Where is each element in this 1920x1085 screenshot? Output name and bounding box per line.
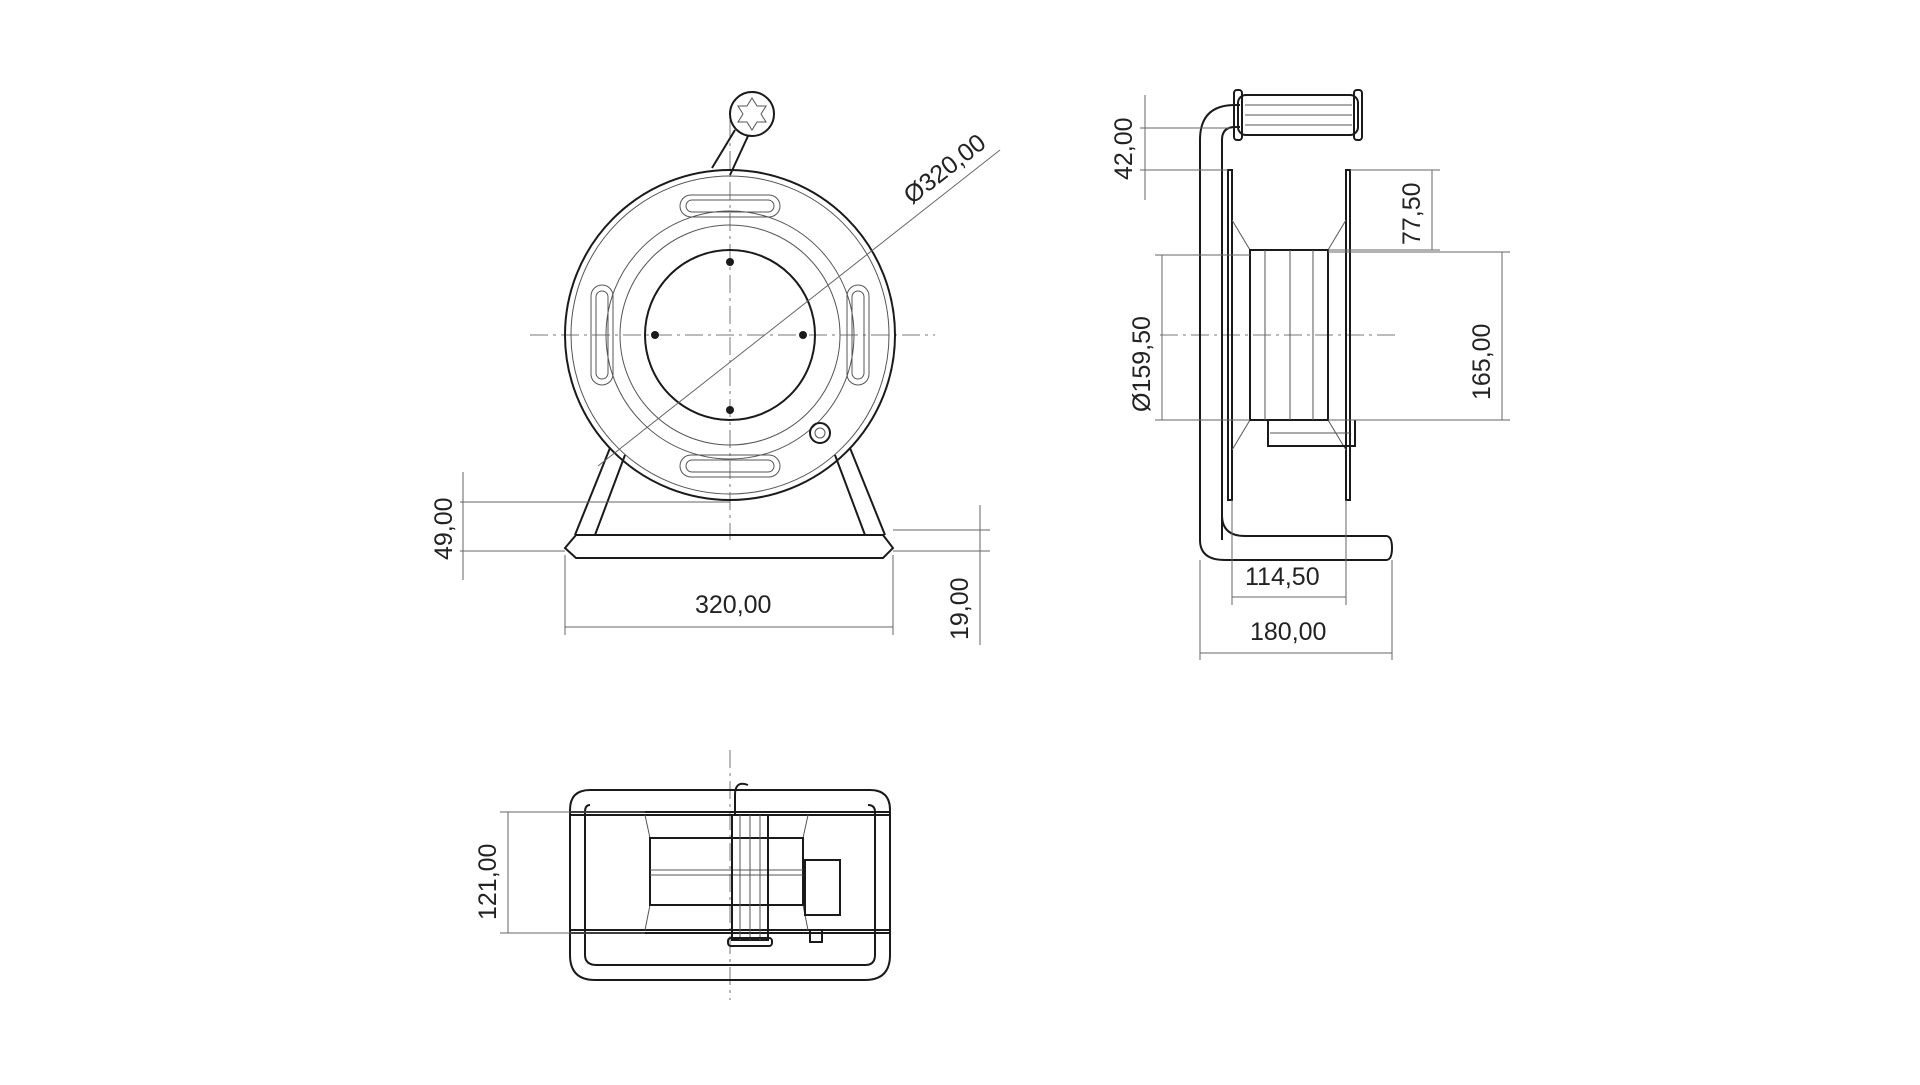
- dim-side-handle-height: 42,00: [1110, 117, 1138, 180]
- dim-side-drum-width: 114,50: [1245, 563, 1320, 591]
- dim-front-base-height: 19,00: [946, 577, 974, 640]
- dim-front-width: 320,00: [695, 591, 771, 619]
- side-view: 42,00 77,50 Ø159,50 165,00 114,50 180,00: [1110, 89, 1510, 660]
- top-view: 121,00: [474, 750, 891, 1000]
- dim-side-total-width: 180,00: [1250, 618, 1326, 646]
- front-view: Ø320,00 320,00 49,00 19,00: [430, 91, 1001, 645]
- dim-side-drum-diameter: Ø159,50: [1128, 316, 1156, 412]
- dim-side-drum-height: 165,00: [1468, 324, 1496, 400]
- dim-top-drum-length: 121,00: [474, 844, 502, 920]
- dim-front-stand-height: 49,00: [430, 497, 458, 560]
- dim-side-flange-offset: 77,50: [1398, 182, 1426, 245]
- dim-front-diameter: Ø320,00: [898, 129, 991, 210]
